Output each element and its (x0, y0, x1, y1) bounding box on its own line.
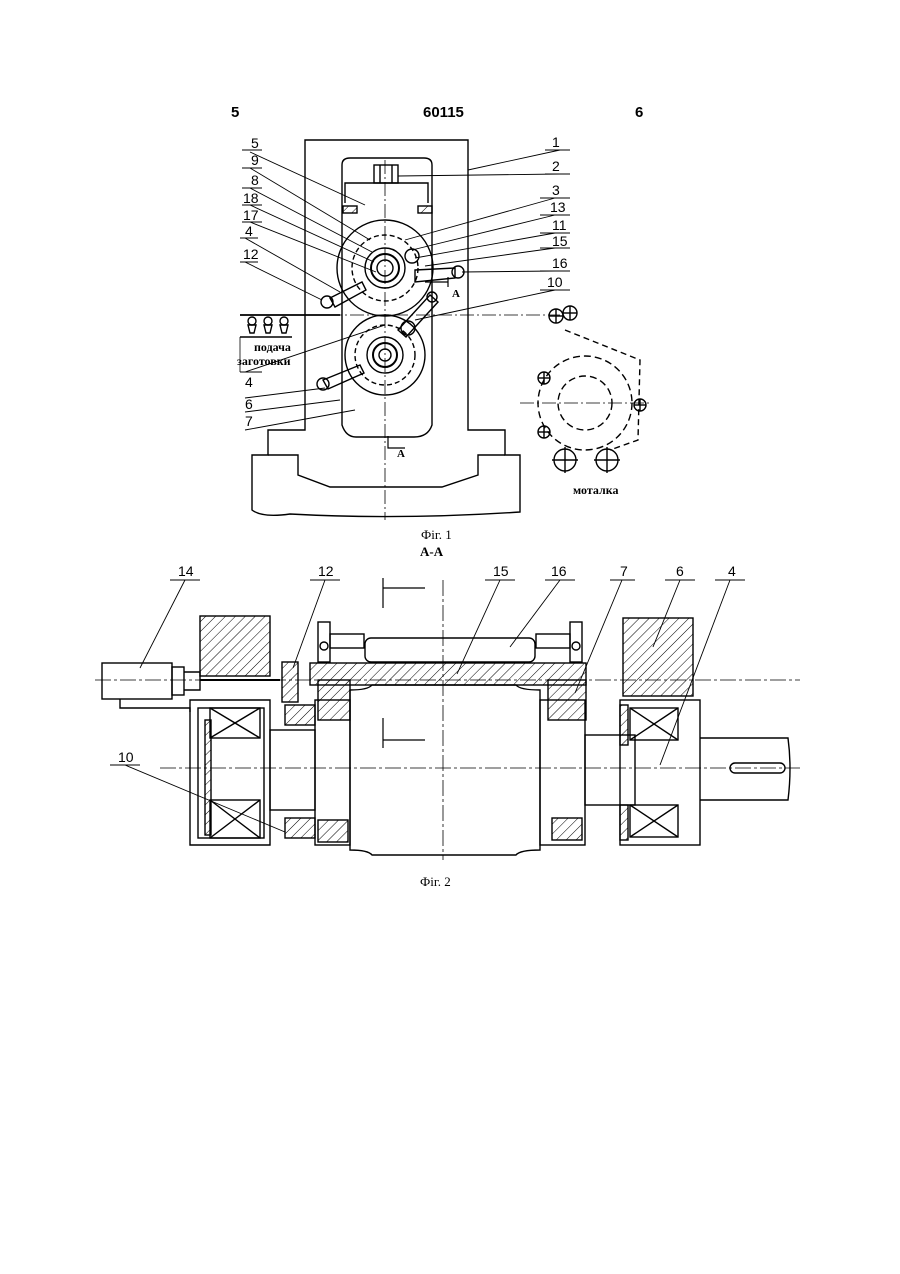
callout-16: 16 (552, 255, 568, 271)
callout-11: 11 (552, 217, 567, 233)
callout-4: 4 (245, 223, 253, 239)
callout-4-lower: 4 (245, 374, 253, 390)
callout-13: 13 (550, 199, 566, 215)
fig1-leader-lines (240, 150, 570, 430)
fig1-caption: Фіг. 1 (421, 527, 452, 542)
callout-17: 17 (243, 207, 259, 223)
callout-7-fig2: 7 (620, 563, 628, 579)
callout-3: 3 (552, 182, 560, 198)
fig2-caption: Фіг. 2 (420, 874, 451, 889)
callout-5: 5 (251, 135, 259, 151)
callout-14: 14 (178, 563, 194, 579)
callout-4-fig2: 4 (728, 563, 736, 579)
callout-16-fig2: 16 (551, 563, 567, 579)
callout-15: 15 (552, 233, 568, 249)
callout-15-fig2: 15 (493, 563, 509, 579)
feed-label-line1: подача (254, 340, 291, 354)
callout-6-fig2: 6 (676, 563, 684, 579)
fig1-drawing (240, 140, 650, 520)
feed-rollers (248, 317, 288, 333)
feed-label-line2: заготовки (237, 354, 291, 368)
coiler (520, 306, 650, 473)
callout-6: 6 (245, 396, 253, 412)
callout-1: 1 (552, 134, 560, 150)
callout-12-fig2: 12 (318, 563, 334, 579)
callout-7: 7 (245, 413, 253, 429)
callout-9: 9 (251, 152, 259, 168)
coiler-label: моталка (573, 483, 618, 497)
callout-18: 18 (243, 190, 259, 206)
callout-12: 12 (243, 246, 259, 262)
callout-10-fig2: 10 (118, 749, 134, 765)
section-title: А-А (420, 544, 444, 559)
callout-8: 8 (251, 172, 259, 188)
section-mark-upper: А (452, 288, 460, 300)
section-mark-lower: А (397, 448, 405, 460)
callout-10: 10 (547, 274, 563, 290)
callout-2: 2 (552, 158, 560, 174)
fig2-drawing (95, 578, 800, 860)
